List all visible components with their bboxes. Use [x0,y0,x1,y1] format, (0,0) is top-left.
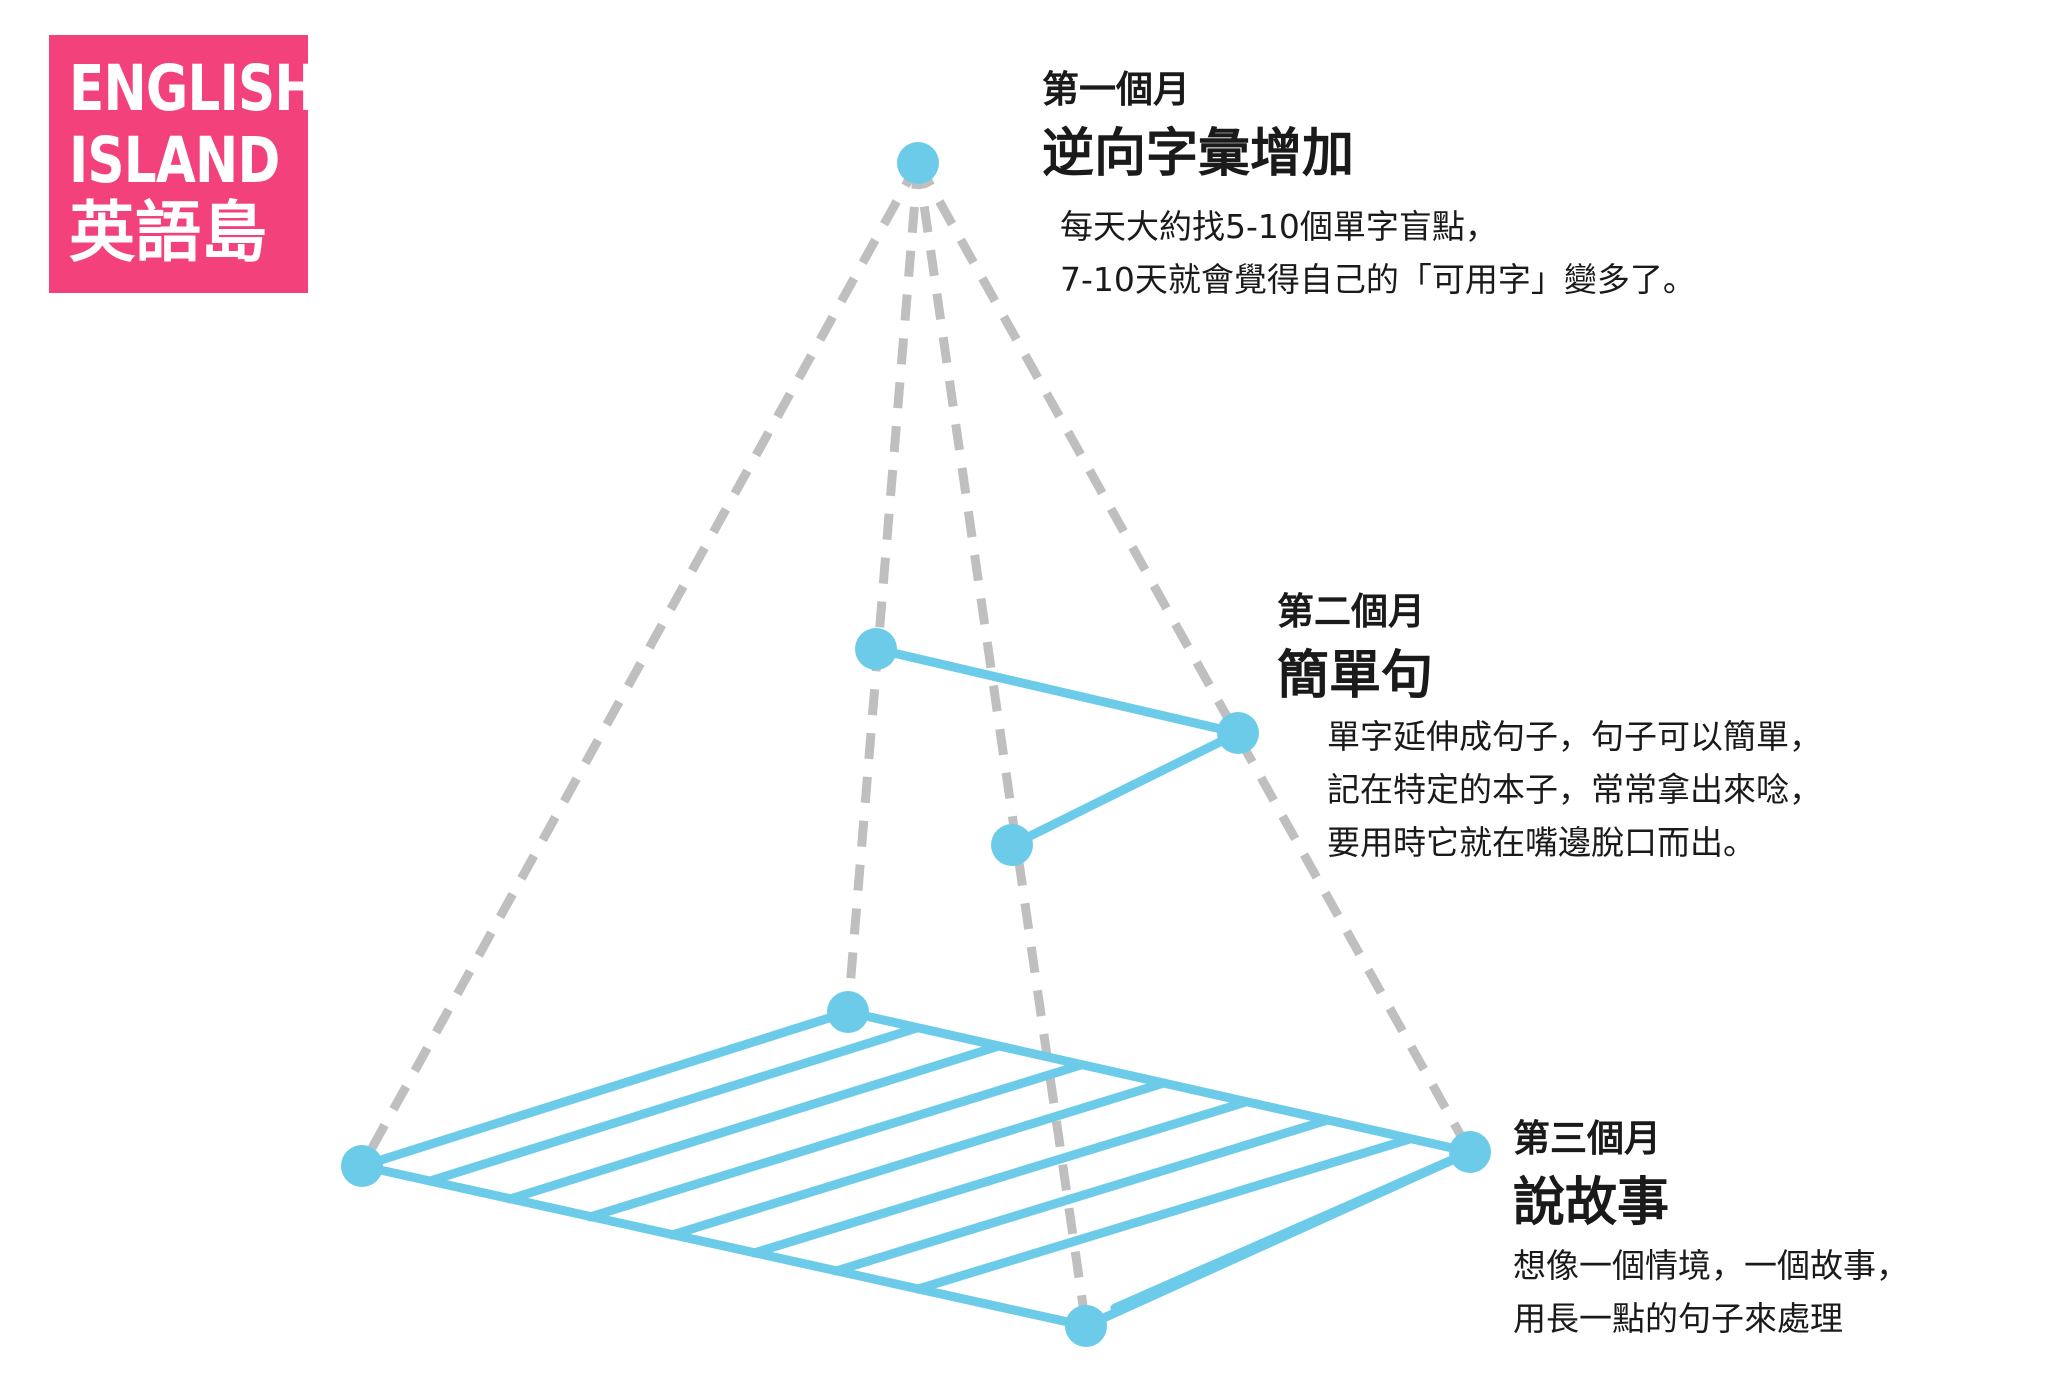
base-edge-left-back [357,1007,853,1171]
stage-1-line-1: 每天大約找5-10個單字盲點， [1060,207,1498,246]
stage-1-title: 逆向字彙增加 [1042,124,1355,184]
stage-1-line-2: 7-10天就會覺得自己的「可用字」變多了。 [1060,260,1696,299]
edge-apex-front [913,162,1091,1327]
hatch-line [749,1097,1251,1258]
zigzag-segment-2 [1007,728,1243,850]
node-base-back [827,991,869,1033]
hatch-line [585,1060,1086,1222]
zigzag-line [871,644,1243,850]
stage-3-line-1: 想像一個情境，一個故事， [1513,1246,1909,1285]
node-zigzag-start [855,628,897,670]
nodes [341,142,1491,1347]
zigzag-segment-1 [871,644,1243,738]
stage-2-description: 單字延伸成句子，句子可以簡單， 記在特定的本子，常常拿出來唸， 要用時它就在嘴邊… [1327,710,1822,869]
node-apex [897,142,939,184]
node-zigzag-end [991,824,1033,866]
stage-1-description: 每天大約找5-10個單字盲點， 7-10天就會覺得自己的「可用字」變多了。 [1060,200,1696,306]
stage-3-line-2: 用長一點的句子來處理 [1513,1299,1843,1338]
hatch-line [505,1041,1004,1204]
stage-3-description: 想像一個情境，一個故事， 用長一點的句子來處理 [1513,1239,1909,1345]
base-edge-left-front [357,1161,1091,1331]
stage-3-block: 第三個月 說故事 想像一個情境，一個故事， 用長一點的句子來處理 [1513,1117,1909,1345]
stage-2-line-1: 單字延伸成句子，句子可以簡單， [1327,717,1822,756]
stage-1-block: 第一個月 逆向字彙增加 每天大約找5-10個單字盲點， 7-10天就會覺得自己的… [1042,68,1696,306]
hatched-base [357,1007,1475,1331]
node-base-left [341,1145,383,1187]
stage-3-month: 第三個月 [1513,1117,1661,1160]
logo-line-3: 英語島 [69,194,267,271]
edge-apex-back [843,162,923,1013]
base-edge-inner-right [1110,1147,1475,1313]
stage-2-line-2: 記在特定的本子，常常拿出來唸， [1327,770,1822,809]
stage-2-month: 第二個月 [1277,590,1425,633]
stage-3-title: 說故事 [1513,1173,1670,1233]
logo-line-1: ENGLISH [69,52,318,125]
logo-line-2: ISLAND [69,124,280,197]
edge-apex-right [914,160,1474,1155]
stage-1-month: 第一個月 [1042,68,1190,111]
english-island-logo: ENGLISH ISLAND 英語島 [49,35,318,293]
hatch-line [425,1023,922,1186]
node-base-right [1449,1131,1491,1173]
hatch-line [667,1078,1169,1240]
node-zigzag-mid [1217,712,1259,754]
dashed-edges [358,160,1474,1327]
node-base-front [1065,1305,1107,1347]
stage-2-line-3: 要用時它就在嘴邊脫口而出。 [1327,823,1756,862]
edge-apex-left [358,160,922,1169]
stage-2-block: 第二個月 簡單句 單字延伸成句子，句子可以簡單， 記在特定的本子，常常拿出來唸，… [1277,590,1822,869]
hatch-line [913,1134,1415,1294]
stage-2-title: 簡單句 [1277,646,1434,706]
hatch-line [831,1115,1333,1276]
